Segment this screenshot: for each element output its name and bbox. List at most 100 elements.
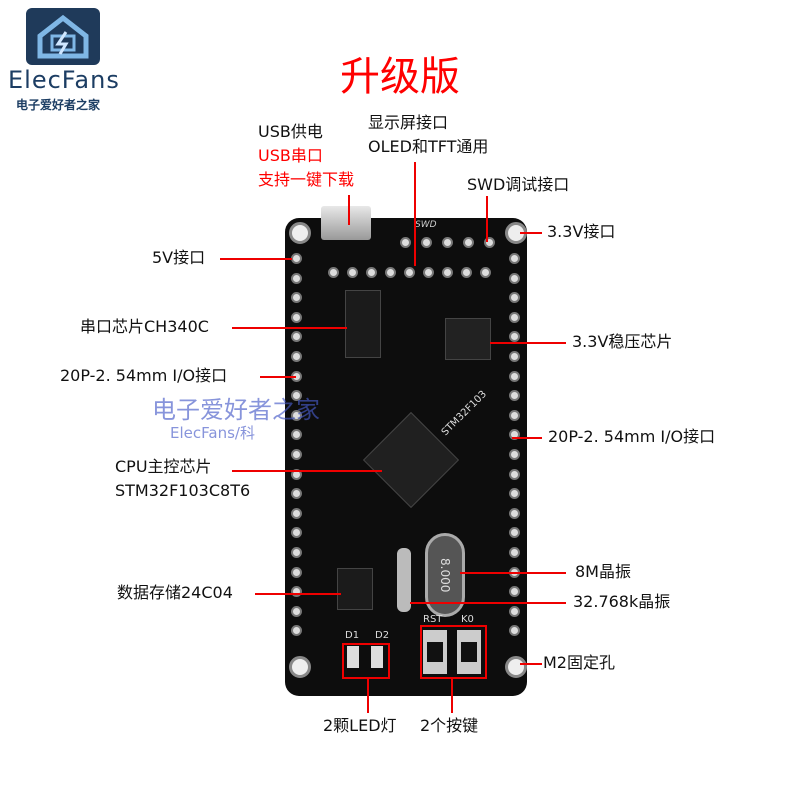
house-logo-icon (37, 14, 89, 59)
leader-line (255, 593, 341, 595)
header-pin (291, 449, 302, 460)
buttons-highlight (420, 625, 487, 679)
label-buttons: 2个按键 (420, 716, 479, 735)
header-pin (509, 625, 520, 637)
header-pin (291, 566, 302, 578)
header-pin (291, 351, 302, 362)
header-pin (328, 267, 339, 278)
crystal-8m: 8.000 (425, 533, 465, 617)
mount-hole (505, 656, 527, 678)
label-display-if: 显示屏接口 (368, 113, 449, 132)
page-title: 升级版 (340, 54, 460, 100)
header-pin (291, 527, 302, 539)
label-one-key-download: 支持一键下载 (258, 170, 355, 189)
led-d2-label: D2 (375, 630, 390, 641)
header-pin (509, 605, 520, 617)
label-cpu: CPU主控芯片 (115, 457, 212, 476)
label-m2-hole: M2固定孔 (543, 653, 615, 672)
header-pin (291, 605, 302, 617)
label-regulator: 3.3V稳压芯片 (572, 332, 673, 351)
leader-line (260, 376, 296, 378)
stm32-board: SWD STM32F103 8.000 RST K0 D1 D2 (285, 206, 527, 696)
leader-line (490, 342, 566, 344)
header-pin (509, 272, 520, 284)
header-pin (291, 390, 302, 402)
header-pin (442, 237, 453, 248)
leader-line (520, 232, 542, 234)
header-pin (421, 237, 432, 248)
label-io-right: 20P-2. 54mm I/O接口 (548, 427, 716, 446)
header-pin (461, 267, 472, 278)
header-pin (509, 409, 520, 421)
led-d1-label: D1 (345, 630, 360, 641)
mount-hole (289, 222, 311, 244)
header-pin (509, 351, 520, 362)
leader-line (348, 195, 350, 225)
leader-line (451, 677, 453, 713)
header-pin (509, 390, 520, 402)
leader-line (414, 162, 416, 266)
leader-line (486, 196, 488, 242)
label-leds: 2颗LED灯 (323, 716, 397, 735)
header-pin (509, 331, 520, 343)
header-pin (366, 267, 377, 278)
header-pin (509, 311, 520, 323)
mcu-marking: STM32F103 (439, 388, 489, 439)
eeprom-chip (337, 568, 373, 610)
header-pin (484, 237, 495, 248)
header-pin (291, 292, 302, 304)
header-pin (442, 267, 453, 278)
leader-line (232, 327, 347, 329)
header-pin (480, 267, 491, 278)
usb-port (321, 206, 371, 240)
header-pin (509, 468, 520, 480)
header-pin (347, 267, 358, 278)
header-pin (463, 237, 474, 248)
header-pin (291, 253, 302, 264)
logo-subtitle: 电子爱好者之家 (16, 98, 101, 112)
header-pin (509, 253, 520, 264)
leader-line (520, 663, 542, 665)
led-d2 (371, 646, 383, 668)
header-pin (291, 547, 302, 558)
led-d1 (347, 646, 359, 668)
header-pin (291, 625, 302, 637)
rst-button[interactable] (423, 630, 447, 674)
header-pin (509, 547, 520, 558)
header-pin (291, 468, 302, 480)
label-ch340: 串口芯片CH340C (80, 317, 209, 336)
header-pin (509, 507, 520, 519)
header-pin (400, 237, 411, 248)
header-pin (291, 311, 302, 323)
label-eeprom: 数据存储24C04 (117, 583, 233, 602)
swd-marking: SWD (415, 220, 437, 230)
label-5v-if: 5V接口 (152, 248, 206, 267)
leds-highlight (342, 643, 390, 679)
leader-line (410, 602, 566, 604)
header-pin (509, 586, 520, 598)
label-xtal-8m: 8M晶振 (575, 562, 631, 581)
ch340-chip (345, 290, 381, 358)
label-io-left: 20P-2. 54mm I/O接口 (60, 366, 228, 385)
header-pin (291, 331, 302, 343)
header-pin (509, 370, 520, 382)
crystal-marking: 8.000 (438, 558, 452, 593)
k0-button[interactable] (457, 630, 481, 674)
header-pin (509, 292, 520, 304)
label-usb-power: USB供电 (258, 122, 323, 141)
crystal-32k (397, 548, 411, 612)
header-pin (291, 488, 302, 500)
leader-line (232, 470, 382, 472)
header-pin (509, 488, 520, 500)
label-3v3-if: 3.3V接口 (547, 222, 616, 241)
mount-hole (289, 656, 311, 678)
label-usb-serial: USB串口 (258, 146, 323, 165)
header-pin (423, 267, 434, 278)
leader-line (220, 258, 292, 260)
header-pin (509, 527, 520, 539)
watermark-cn: 电子爱好者之家 (152, 396, 320, 424)
watermark-en: ElecFans/科 (170, 424, 255, 442)
leader-line (367, 677, 369, 713)
header-pin (291, 272, 302, 284)
